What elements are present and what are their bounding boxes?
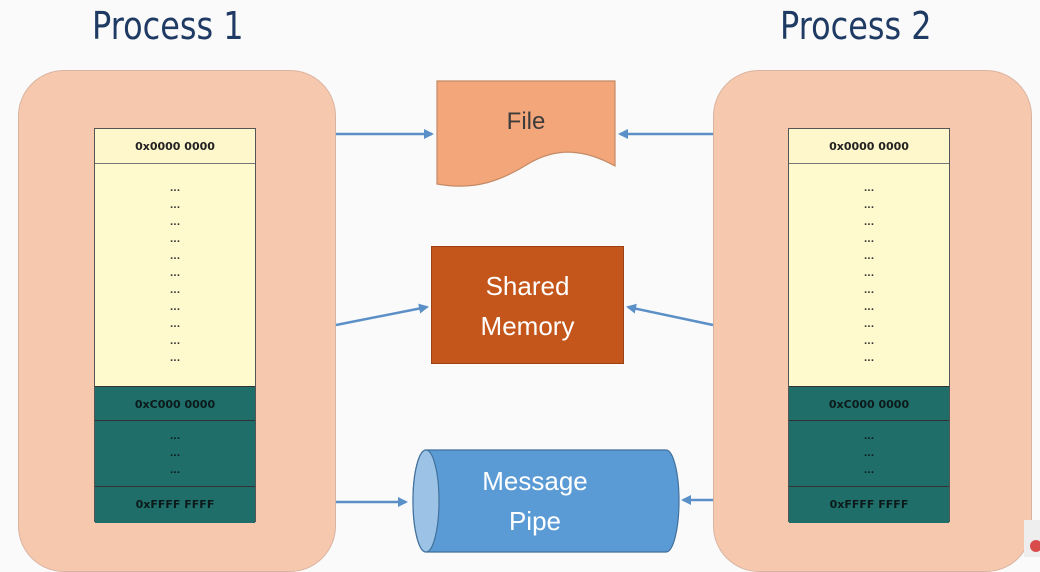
- ellipsis: ...: [863, 235, 875, 245]
- ellipsis: ...: [169, 235, 181, 245]
- kernel-address-label: 0xC000 0000: [789, 386, 949, 421]
- process-2-address-space: 0x0000 0000 ... ... ... ... ... ... ... …: [788, 128, 950, 523]
- ellipsis: ...: [169, 449, 181, 459]
- ellipsis: ...: [169, 432, 181, 442]
- corner-logo-icon: [1024, 520, 1040, 557]
- ellipsis: ...: [863, 286, 875, 296]
- ellipsis: ...: [169, 320, 181, 330]
- user-space-region: ... ... ... ... ... ... ... ... ... ... …: [95, 164, 255, 386]
- ellipsis: ...: [863, 184, 875, 194]
- ellipsis: ...: [169, 337, 181, 347]
- message-pipe-label-line1: Message: [482, 466, 588, 496]
- process-2-title: Process 2: [780, 4, 932, 48]
- ellipsis: ...: [863, 218, 875, 228]
- ellipsis: ...: [169, 354, 181, 364]
- ellipsis: ...: [863, 449, 875, 459]
- top-address-label: 0x0000 0000: [789, 129, 949, 164]
- kernel-space-region: ... ... ...: [789, 421, 949, 487]
- ellipsis: ...: [863, 201, 875, 211]
- ellipsis: ...: [169, 184, 181, 194]
- end-address-label: 0xFFFF FFFF: [95, 487, 255, 523]
- arrow-p1-to-shared-memory: [335, 303, 429, 327]
- ellipsis: ...: [863, 320, 875, 330]
- file-label: File: [506, 108, 546, 135]
- process-1-address-space: 0x0000 0000 ... ... ... ... ... ... ... …: [94, 128, 256, 523]
- shared-memory-label-line1: Shared: [485, 271, 570, 301]
- ellipsis: ...: [863, 303, 875, 313]
- ellipsis: ...: [169, 201, 181, 211]
- ellipsis: ...: [169, 466, 181, 476]
- ellipsis: ...: [863, 252, 875, 262]
- kernel-space-region: ... ... ...: [95, 421, 255, 487]
- ellipsis: ...: [169, 303, 181, 313]
- ellipsis: ...: [169, 286, 181, 296]
- shared-memory-box: Shared Memory: [431, 246, 624, 364]
- ellipsis: ...: [169, 269, 181, 279]
- end-address-label: 0xFFFF FFFF: [789, 487, 949, 523]
- ellipsis: ...: [863, 466, 875, 476]
- shared-memory-label-line2: Memory: [480, 311, 575, 341]
- connection-arrows: [335, 129, 714, 507]
- ellipsis: ...: [863, 354, 875, 364]
- ellipsis: ...: [863, 269, 875, 279]
- file-document-shape: [436, 80, 616, 187]
- message-pipe-label-line2: Pipe: [508, 506, 562, 536]
- message-pipe-cylinder: [412, 449, 680, 553]
- ellipsis: ...: [863, 337, 875, 347]
- ellipsis: ...: [169, 218, 181, 228]
- user-space-region: ... ... ... ... ... ... ... ... ... ... …: [789, 164, 949, 386]
- ellipsis: ...: [863, 432, 875, 442]
- process-1-title: Process 1: [92, 4, 244, 48]
- top-address-label: 0x0000 0000: [95, 129, 255, 164]
- kernel-address-label: 0xC000 0000: [95, 386, 255, 421]
- arrow-p2-to-shared-memory: [626, 303, 714, 327]
- ellipsis: ...: [169, 252, 181, 262]
